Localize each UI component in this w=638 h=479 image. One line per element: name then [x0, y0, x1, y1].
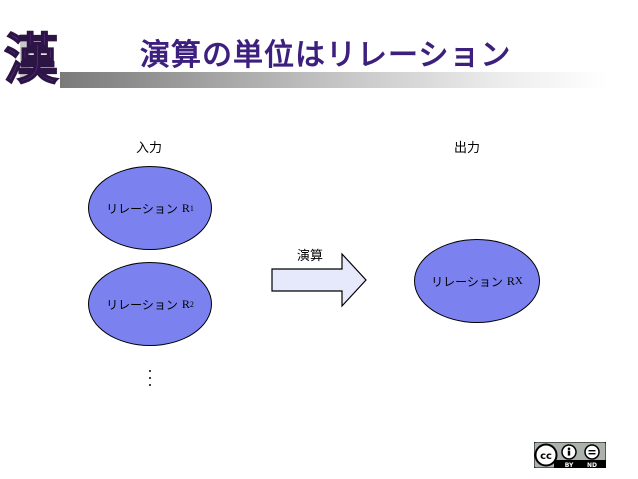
svg-text:漢: 漢 [4, 27, 59, 90]
relation-r2-symbol: R [181, 296, 190, 311]
relation-rx-subscript: X [514, 275, 523, 287]
cc-nd-label: ND [587, 462, 597, 468]
operation-label: 演算 [297, 249, 324, 264]
kanji-logo-icon: 漢 [4, 26, 60, 90]
relation-r1-symbol: R [181, 200, 190, 215]
title-underline-bar [60, 72, 608, 88]
page-title: 演算の単位はリレーション [140, 38, 512, 73]
relation-rx-symbol: R [506, 273, 515, 288]
svg-text:cc: cc [540, 451, 552, 462]
relation-r2-name: リレーション [106, 297, 178, 312]
input-label: 入力 [136, 141, 163, 156]
relation-rx-name: リレーション [431, 274, 503, 289]
relation-r2-subscript: 2 [189, 299, 194, 309]
cc-by-label: BY [565, 462, 574, 468]
ellipsis-vertical [148, 370, 152, 392]
right-arrow-icon [271, 252, 367, 308]
cc-by-nd-icon: cc BY ND [534, 442, 606, 468]
output-label: 出力 [454, 141, 481, 156]
relation-r1-subscript: 1 [189, 203, 194, 213]
relation-r1-name: リレーション [106, 201, 178, 216]
